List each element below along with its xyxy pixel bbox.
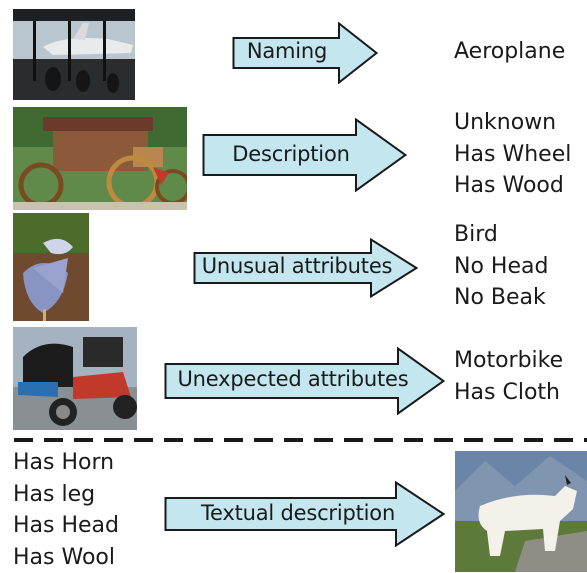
- attribute-inputs: Has Horn Has leg Has Head Has Wool: [13, 447, 119, 573]
- textual-description-label: Textual description: [164, 501, 432, 525]
- output-item: Has Cloth: [454, 377, 563, 409]
- unusual-attributes-outputs: Bird No Head No Beak: [454, 219, 548, 314]
- input-item: Has Head: [13, 510, 119, 542]
- motorbike-photo: [13, 327, 137, 430]
- output-item: Motorbike: [454, 345, 563, 377]
- carriage-photo: [13, 107, 187, 210]
- output-item: Bird: [454, 219, 548, 251]
- output-item: No Beak: [454, 282, 548, 314]
- naming-arrow: Naming: [232, 22, 378, 84]
- input-item: Has Horn: [13, 447, 119, 479]
- description-arrow: Description: [202, 118, 407, 192]
- description-label: Description: [202, 142, 380, 166]
- output-item: Has Wood: [454, 170, 571, 202]
- naming-outputs: Aeroplane: [454, 36, 565, 68]
- output-item: No Head: [454, 251, 548, 283]
- input-item: Has Wool: [13, 542, 119, 573]
- output-item: Unknown: [454, 107, 571, 139]
- naming-label: Naming: [232, 39, 342, 63]
- unexpected-attributes-label: Unexpected attributes: [164, 367, 422, 391]
- description-outputs: Unknown Has Wheel Has Wood: [454, 107, 571, 202]
- unexpected-attributes-outputs: Motorbike Has Cloth: [454, 345, 563, 408]
- aeroplane-photo: [13, 9, 135, 100]
- output-item: Has Wheel: [454, 139, 571, 171]
- dashed-divider: [14, 437, 587, 443]
- unusual-attributes-label: Unusual attributes: [193, 254, 401, 278]
- textual-description-arrow: Textual description: [164, 481, 445, 547]
- unexpected-attributes-arrow: Unexpected attributes: [164, 347, 445, 415]
- goat-photo: [455, 451, 587, 572]
- output-item: Aeroplane: [454, 36, 565, 68]
- input-item: Has leg: [13, 479, 119, 511]
- bird-photo: [13, 213, 89, 321]
- unusual-attributes-arrow: Unusual attributes: [193, 238, 418, 298]
